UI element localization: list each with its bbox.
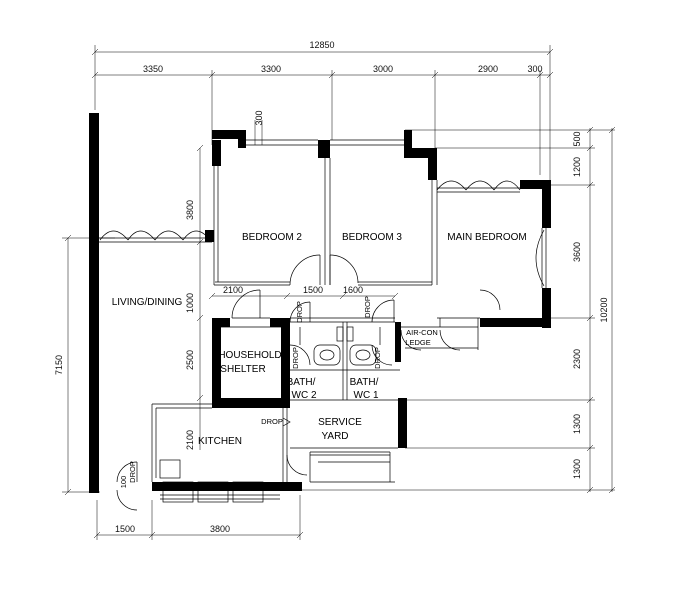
drop-label-bath-2: DROP <box>291 347 300 369</box>
room-bedroom-2: BEDROOM 2 <box>242 232 302 243</box>
dim-right-4: 2300 <box>572 349 582 369</box>
dim-right-3: 3600 <box>572 242 582 262</box>
room-bath-wc2-line2: WC 2 <box>292 390 317 401</box>
interior-lines <box>99 139 547 503</box>
bathroom-fixtures <box>299 326 381 366</box>
drop-label-corridor-2: DROP <box>363 296 372 318</box>
dim-top-total: 12850 <box>309 40 334 50</box>
dim-inner-top-3: 1600 <box>343 285 363 295</box>
drop-label-kitchen: DROP <box>261 417 283 426</box>
dim-window-offset: 300 <box>254 110 264 125</box>
room-aircon-ledge-line1: AIR-CON <box>406 328 438 337</box>
door-swings <box>116 254 501 511</box>
dim-bottom-1: 1500 <box>115 524 135 534</box>
dim-top-2: 3300 <box>261 64 281 74</box>
drop-label-corridor-1: DROP <box>295 301 304 323</box>
dim-right-6: 1300 <box>572 459 582 479</box>
drop-label-bath-1: DROP <box>373 347 382 369</box>
dim-entrance-small: 100 <box>119 476 128 489</box>
drop-arrow-icon <box>282 417 291 427</box>
room-household-shelter-line1: HOUSEHOLD <box>218 350 281 361</box>
room-bath-wc1-line2: WC 1 <box>354 390 379 401</box>
room-bedroom-3: BEDROOM 3 <box>342 232 402 243</box>
dim-inner-left-3: 2500 <box>185 350 195 370</box>
walls <box>89 113 551 493</box>
dim-inner-left-2: 1000 <box>185 293 195 313</box>
dim-right-5: 1300 <box>572 414 582 434</box>
dim-top-4: 2900 <box>478 64 498 74</box>
dim-inner-left-1: 3800 <box>185 200 195 220</box>
room-bath-wc1-line1: BATH/ <box>350 377 379 388</box>
room-living-dining: LIVING/DINING <box>112 297 183 308</box>
dim-inner-top-2: 1500 <box>303 285 323 295</box>
dim-right-1: 500 <box>572 131 582 146</box>
dim-top-3: 3000 <box>373 64 393 74</box>
room-service-yard-line2: YARD <box>321 431 348 442</box>
dim-inner-top-1: 2100 <box>223 285 243 295</box>
room-service-yard-line1: SERVICE <box>318 417 362 428</box>
dim-top-1: 3350 <box>143 64 163 74</box>
room-household-shelter-line2: SHELTER <box>220 364 265 375</box>
right-dimension-lines <box>300 126 616 494</box>
dim-inner-left-4: 2100 <box>185 430 195 450</box>
dim-bottom-2: 3800 <box>210 524 230 534</box>
room-kitchen: KITCHEN <box>198 436 242 447</box>
window-swings <box>99 180 545 287</box>
room-bath-wc2-line1: BATH/ <box>287 377 316 388</box>
bottom-dimension-lines <box>93 495 304 540</box>
dim-right-2: 1200 <box>572 157 582 177</box>
dim-top-5: 300 <box>527 64 542 74</box>
left-dimension-lines <box>62 144 204 496</box>
top-dimension-lines <box>91 45 554 180</box>
room-aircon-ledge-line2: LEDGE <box>405 338 430 347</box>
dim-left-total: 7150 <box>54 355 64 375</box>
drop-label-entrance: DROP <box>128 461 137 483</box>
dim-right-total: 10200 <box>599 297 609 322</box>
room-main-bedroom: MAIN BEDROOM <box>447 232 526 243</box>
